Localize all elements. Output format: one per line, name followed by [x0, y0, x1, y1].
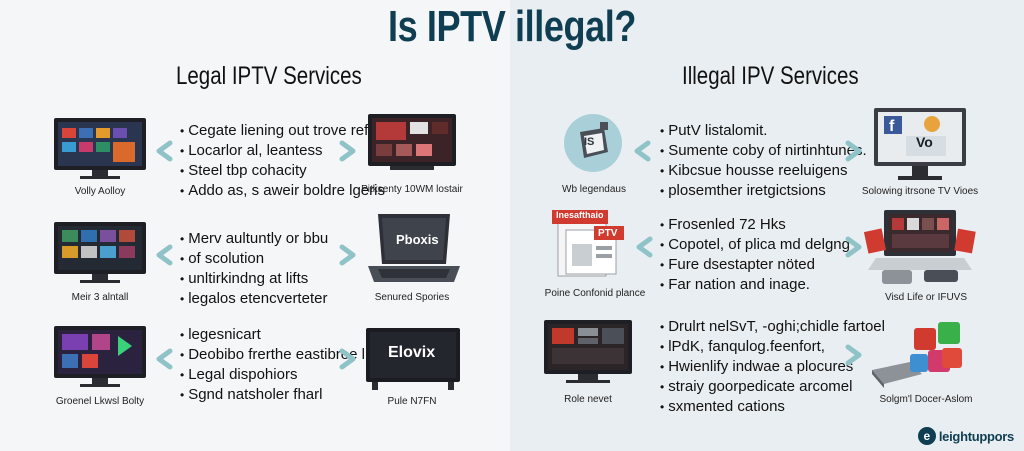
list-item: Addo as, s aweir boldre lgeris — [180, 181, 398, 201]
device-caption: Poine Confonid plance — [544, 288, 646, 299]
feature-list: Drulrt nelSvT, -oghi;chidle fartoel lPdK… — [660, 317, 885, 417]
tv-icon — [54, 222, 146, 283]
brand-logo: e leightuppors — [917, 427, 1014, 445]
chevron-right-icon — [845, 236, 862, 258]
warning-badge-label: PTV — [598, 228, 618, 239]
screen-brand: Pboxis — [396, 232, 439, 247]
tv-icon — [544, 320, 632, 383]
chevron-right-icon — [845, 344, 862, 366]
laptop-icon — [368, 214, 460, 282]
app-icon — [564, 114, 622, 172]
tv-icon — [368, 114, 456, 170]
list-item: Locarlor al, leantess — [180, 141, 398, 161]
list-item: Far nation and inage. — [660, 275, 850, 295]
chevron-left-icon — [636, 236, 653, 258]
chevron-right-icon — [339, 348, 356, 370]
list-item: plosemther iretgictsions — [660, 181, 867, 201]
chevron-left-icon — [156, 244, 173, 266]
illegal-heading: Illegal IPV Services — [682, 62, 859, 90]
list-item: Legal dispohiors — [180, 365, 369, 385]
tv-icon — [366, 328, 460, 390]
list-item: of scolution — [180, 249, 328, 269]
logo-text: leightuppors — [938, 428, 1014, 444]
device-caption: Volly Aolloy — [74, 186, 126, 197]
app-cubes-icon — [872, 322, 962, 388]
tv-icon — [54, 326, 146, 387]
list-item: Sgnd natsholer fharl — [180, 385, 369, 405]
screen-brand: Elovix — [388, 344, 436, 361]
list-item: Merv aultuntly or bbu — [180, 229, 328, 249]
app-icon-label: IS — [584, 136, 595, 148]
list-item: Cegate liening out trove reflore. — [180, 121, 397, 141]
feature-list: Frosenled 72 Hks Copotel, of plica md de… — [660, 215, 850, 295]
feature-list: Merv aultuntly or bbu of scolution unlti… — [180, 229, 328, 309]
list-item: Deobibo frerthe eastibree l. — [180, 345, 369, 365]
chevron-left-icon — [156, 348, 173, 370]
list-item: legesnicart — [180, 325, 369, 345]
device-caption: Senured Spories — [374, 292, 450, 303]
device-caption: Pule N7FN — [387, 396, 437, 407]
list-item: legalos etencverteter — [180, 289, 328, 309]
list-item: straiy goorpedicate arcomel — [660, 377, 885, 397]
list-item: Frosenled 72 Hks — [660, 215, 850, 235]
feature-list: PutV listalomit. Sumente coby of nirtinh… — [660, 121, 867, 201]
device-caption: Pitksenty 10WM lostair — [361, 184, 463, 195]
list-item: Sumente coby of nirtinhtunes. — [660, 141, 866, 161]
device-caption: Role nevet — [564, 394, 612, 405]
list-item: Steel tbp cohacity — [180, 161, 398, 181]
warning-badge: Inesafthaio — [556, 210, 604, 220]
device-caption: Solowing itrsone TV Vioes — [861, 186, 979, 197]
monitor-icon: f — [874, 108, 966, 180]
device-caption: Solgm'l Docer-Aslom — [879, 394, 973, 405]
list-item: Drulrt nelSvT, -oghi;chidle fartoel — [660, 317, 885, 337]
logo-mark-letter: e — [923, 429, 931, 443]
document-icon — [552, 210, 624, 277]
chevron-left-icon — [634, 140, 651, 162]
feature-list: Cegate liening out trove reflore. Locarl… — [180, 121, 398, 201]
list-item: PutV listalomit. — [660, 121, 867, 141]
list-item: unltirkindng at lifts — [180, 269, 328, 289]
logo-mark-icon: e — [917, 427, 936, 445]
list-item: Copotel, of plica md delgng — [660, 235, 850, 255]
list-item: Fure dsestapter nöted — [660, 255, 850, 275]
device-caption: Wb legendaus — [562, 184, 626, 195]
page-title: Is IPTV illegal? — [387, 2, 637, 51]
list-item: Kibcsue housse reeluigens — [660, 161, 867, 181]
chevron-right-icon — [339, 140, 356, 162]
chevron-right-icon — [845, 140, 862, 162]
screen-brand: Vo — [916, 134, 933, 150]
list-item: lPdK, fanqulog.feenfort, — [660, 337, 885, 357]
list-item: Hwienlify indwae a plocures — [660, 357, 885, 377]
device-caption: Groenel Lkwsl Bolty — [55, 396, 145, 407]
list-item: sxmented cations — [660, 397, 885, 417]
svg-text:f: f — [889, 118, 895, 135]
laptop-icon — [863, 210, 976, 284]
tv-icon — [54, 118, 146, 179]
chevron-right-icon — [339, 244, 356, 266]
feature-list: legesnicart Deobibo frerthe eastibree l.… — [180, 325, 369, 405]
device-caption: Meir 3 alntall — [71, 292, 129, 303]
chevron-left-icon — [156, 140, 173, 162]
device-caption: Visd Life or IFUVS — [884, 292, 968, 303]
legal-heading: Legal IPTV Services — [176, 62, 362, 90]
